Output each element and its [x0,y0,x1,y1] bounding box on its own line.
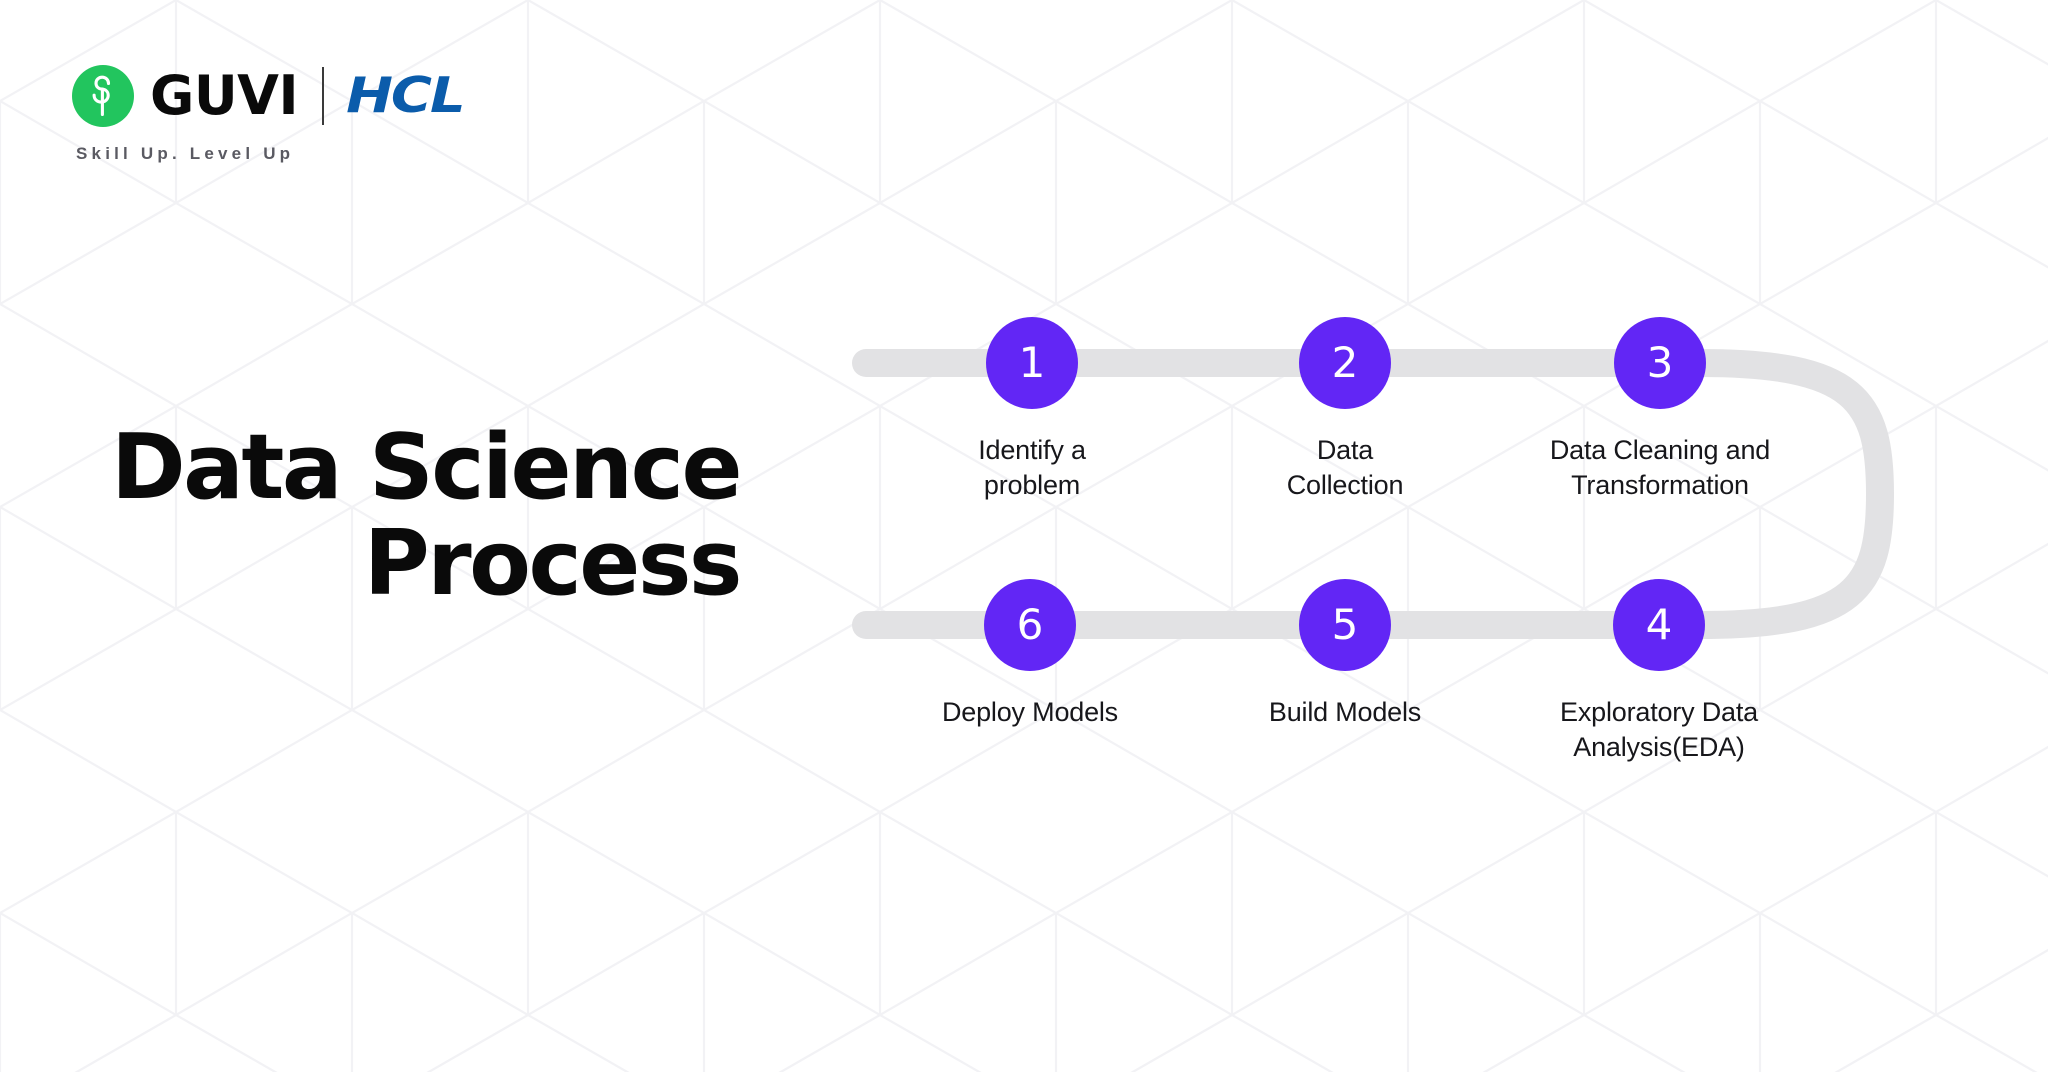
process-step-5[interactable]: 5 Build Models [1175,579,1515,730]
page-title: Data Science Process [100,415,743,617]
brand-row: GUVI HCL [72,60,466,132]
step-node-4[interactable]: 4 [1613,579,1705,671]
brand-tagline: Skill Up. Level Up [76,144,295,163]
step-node-5[interactable]: 5 [1299,579,1391,671]
page-title-line-1: Data Science [110,415,743,520]
step-label-4: Exploratory Data Analysis(EDA) [1560,697,1758,763]
hcl-wordmark: HCL [346,66,466,125]
step-node-2[interactable]: 2 [1299,317,1391,409]
step-label-3: Data Cleaning and Transformation [1549,435,1771,501]
step-label-6: Deploy Models [942,697,1118,727]
page-title-line-2: Process [363,511,743,617]
guvi-wordmark: GUVI [150,64,299,127]
step-label-2: Data Collection [1286,435,1404,501]
step-node-6[interactable]: 6 [984,579,1076,671]
guvi-leaf-icon [72,65,134,127]
process-step-2[interactable]: 2 Data Collection [1175,317,1515,503]
brand-divider [322,67,325,125]
process-step-1[interactable]: 1 Identify a problem [862,317,1202,503]
brand-lockup: GUVI HCL Skill Up. Level Up [72,60,466,164]
step-node-1[interactable]: 1 [986,317,1078,409]
process-step-3[interactable]: 3 Data Cleaning and Transformation [1490,317,1830,503]
process-step-6[interactable]: 6 Deploy Models [860,579,1200,730]
process-step-4[interactable]: 4 Exploratory Data Analysis(EDA) [1489,579,1829,765]
step-node-3[interactable]: 3 [1614,317,1706,409]
step-label-1: Identify a problem [978,435,1086,501]
step-label-5: Build Models [1268,697,1422,727]
